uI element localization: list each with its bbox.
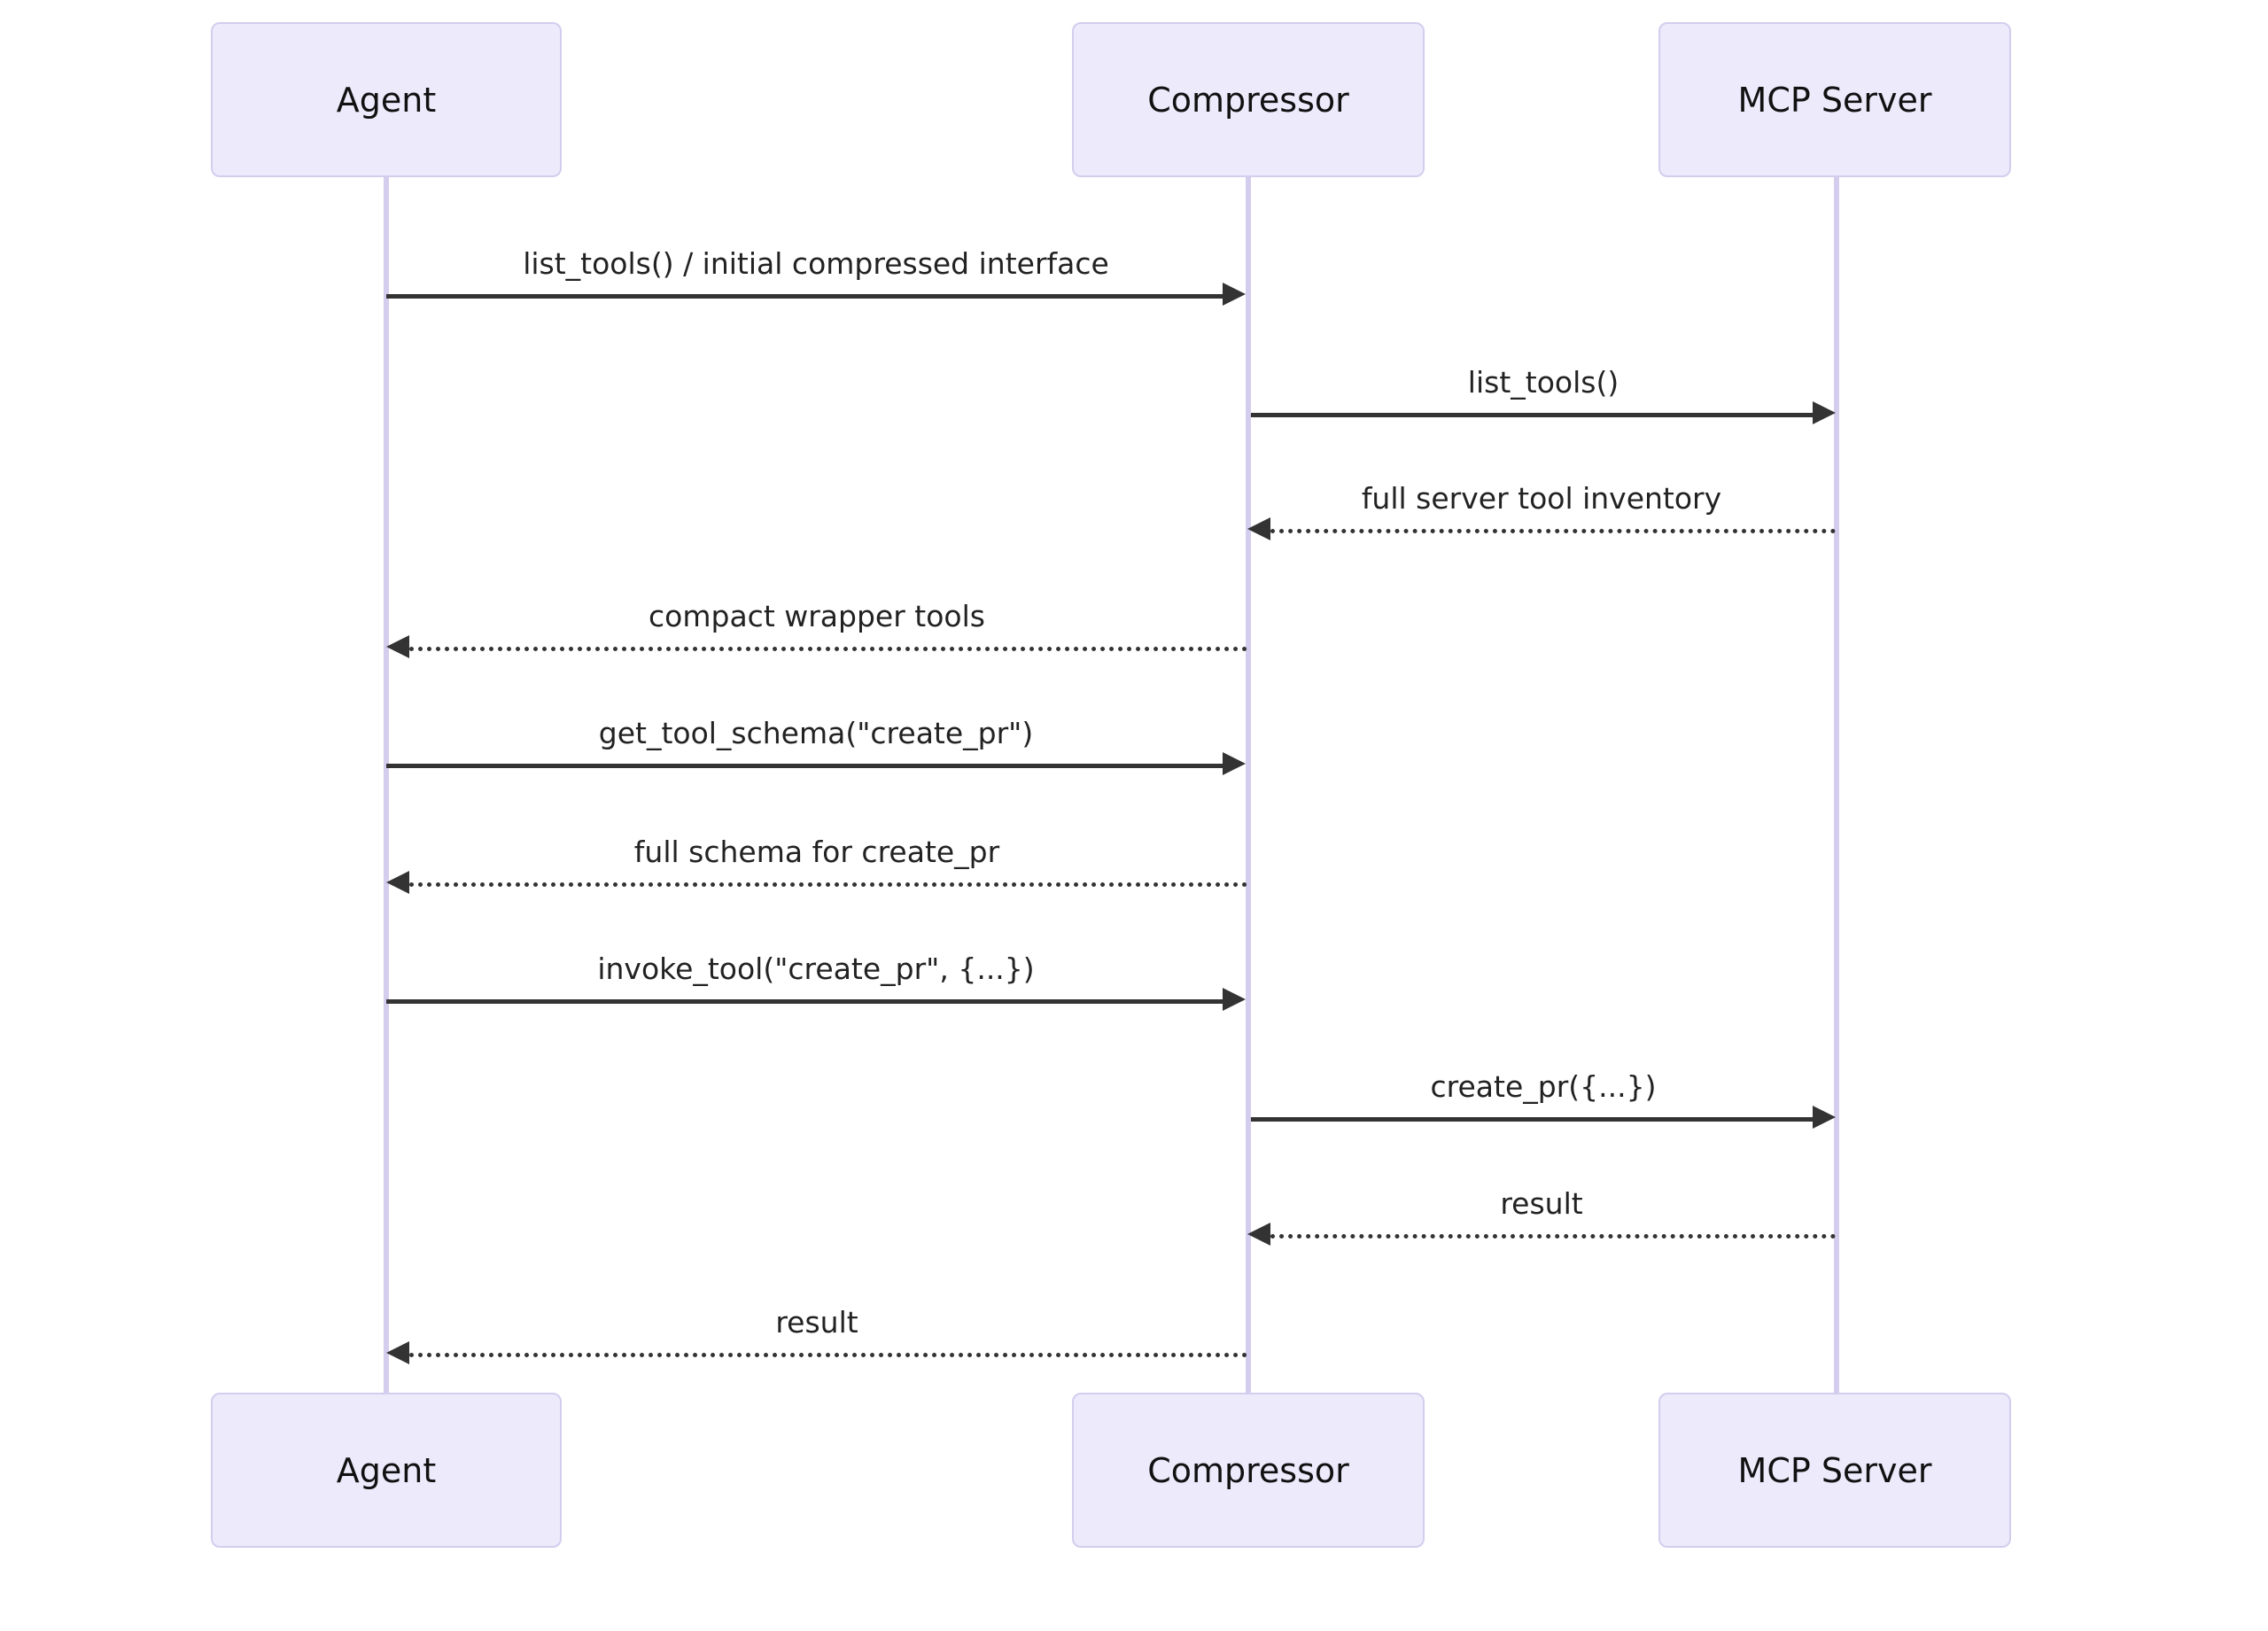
actor-label-compressor-top: Compressor (1147, 80, 1349, 120)
message-1-line (386, 294, 1223, 299)
message-1-arrowhead-right (1223, 283, 1246, 306)
message-8-label: create_pr({...}) (1430, 1069, 1657, 1104)
actor-label-mcp-server-bottom: MCP Server (1737, 1450, 1932, 1490)
message-9-label: result (1500, 1186, 1583, 1221)
message-7-label: invoke_tool("create_pr", {...}) (597, 951, 1035, 986)
lifeline-compressor (1246, 177, 1251, 1393)
message-5-arrowhead-right (1223, 752, 1246, 775)
message-5-label: get_tool_schema("create_pr") (598, 716, 1034, 750)
message-10-label: result (775, 1305, 858, 1340)
actor-box-compressor-bottom[interactable]: Compressor (1072, 1393, 1425, 1548)
lifeline-mcp-server (1834, 177, 1839, 1393)
actor-label-agent-bottom: Agent (336, 1450, 437, 1490)
message-2-arrowhead-right (1813, 401, 1836, 424)
message-6-line (409, 882, 1247, 887)
message-6-label: full schema for create_pr (633, 835, 1000, 869)
message-9-line (1270, 1234, 1836, 1239)
actor-box-agent-bottom[interactable]: Agent (211, 1393, 562, 1548)
message-2-line (1251, 413, 1813, 417)
message-8-arrowhead-right (1813, 1106, 1836, 1129)
message-9-arrowhead-left (1247, 1223, 1270, 1246)
actor-box-mcp-server-top[interactable]: MCP Server (1658, 22, 2011, 177)
actor-label-compressor-bottom: Compressor (1147, 1450, 1349, 1490)
actor-label-mcp-server-top: MCP Server (1737, 80, 1932, 120)
actor-label-agent-top: Agent (336, 80, 437, 120)
actor-box-agent-top[interactable]: Agent (211, 22, 562, 177)
message-10-line (409, 1353, 1247, 1357)
message-5-line (386, 764, 1223, 768)
message-4-label: compact wrapper tools (649, 599, 985, 633)
message-10-arrowhead-left (386, 1341, 409, 1364)
message-1-label: list_tools() / initial compressed interf… (523, 246, 1109, 281)
message-3-label: full server tool inventory (1361, 481, 1722, 516)
message-6-arrowhead-left (386, 871, 409, 894)
actor-box-compressor-top[interactable]: Compressor (1072, 22, 1425, 177)
message-7-line (386, 999, 1223, 1004)
message-3-line (1270, 529, 1836, 533)
message-7-arrowhead-right (1223, 988, 1246, 1011)
actor-box-mcp-server-bottom[interactable]: MCP Server (1658, 1393, 2011, 1548)
message-4-line (409, 647, 1247, 651)
message-3-arrowhead-left (1247, 517, 1270, 540)
message-4-arrowhead-left (386, 635, 409, 658)
message-8-line (1251, 1117, 1813, 1122)
lifeline-agent (384, 177, 389, 1393)
message-2-label: list_tools() (1467, 365, 1619, 400)
